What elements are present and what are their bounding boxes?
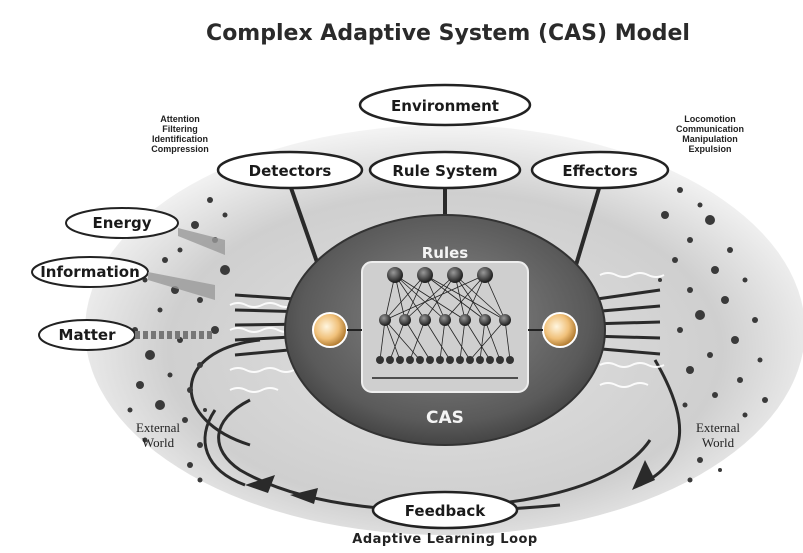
svg-text:Effectors: Effectors	[562, 162, 637, 180]
svg-text:Matter: Matter	[59, 326, 117, 344]
feedback-pill: Feedback	[371, 490, 519, 530]
svg-text:World: World	[142, 435, 175, 450]
detector-functions: Attention Filtering Identification Compr…	[151, 114, 209, 154]
adaptive-learning-loop-label: Adaptive Learning Loop	[352, 532, 537, 547]
effector-functions: Locomotion Communication Manipulation Ex…	[676, 114, 744, 154]
feedback-loop-left	[189, 338, 261, 447]
external-world-left-label: External World	[136, 420, 180, 450]
input-light-rays	[229, 302, 295, 393]
output-light-rays	[599, 272, 665, 388]
detectors-pill: Detectors	[216, 150, 364, 190]
matter-pill: Matter	[38, 319, 215, 351]
information-pill: Information	[31, 256, 215, 300]
svg-text:Environment: Environment	[391, 97, 499, 115]
svg-text:Manipulation: Manipulation	[682, 134, 738, 144]
left-external-dots	[127, 197, 230, 483]
svg-text:Attention: Attention	[160, 114, 200, 124]
right-external-dots	[658, 187, 768, 483]
external-world-right-label: External World	[696, 420, 740, 450]
cas-label: CAS	[426, 408, 464, 428]
svg-text:External: External	[696, 420, 740, 435]
rules-network-links	[372, 274, 518, 379]
energy-pill: Energy	[65, 207, 225, 255]
effector-node	[542, 312, 578, 348]
feedback-arrowhead-right	[632, 460, 655, 490]
rule-system-pill: Rule System	[368, 150, 522, 190]
svg-text:Compression: Compression	[151, 144, 209, 154]
feedback-arrowhead-left	[245, 475, 275, 493]
environment-pill: Environment	[358, 83, 532, 127]
svg-text:External: External	[136, 420, 180, 435]
feedback-arrowhead-mid	[290, 488, 318, 504]
svg-text:Filtering: Filtering	[162, 124, 198, 134]
detector-node	[312, 312, 348, 348]
svg-text:Detectors: Detectors	[249, 162, 332, 180]
rules-network-nodes	[376, 267, 514, 364]
effectors-pill: Effectors	[530, 150, 670, 190]
svg-text:Feedback: Feedback	[405, 502, 486, 520]
svg-text:Expulsion: Expulsion	[688, 144, 731, 154]
svg-text:Identification: Identification	[152, 134, 208, 144]
rules-label: Rules	[422, 244, 469, 262]
svg-text:Communication: Communication	[676, 124, 744, 134]
svg-text:Energy: Energy	[92, 214, 151, 232]
svg-text:Locomotion: Locomotion	[684, 114, 736, 124]
svg-text:World: World	[702, 435, 735, 450]
rules-box	[361, 261, 529, 393]
feedback-loop-rightside	[639, 359, 682, 487]
diagram-title: Complex Adaptive System (CAS) Model	[206, 21, 690, 46]
svg-text:Information: Information	[40, 263, 140, 281]
svg-text:Rule System: Rule System	[392, 162, 497, 180]
feedback-loop-leftside	[203, 409, 246, 487]
